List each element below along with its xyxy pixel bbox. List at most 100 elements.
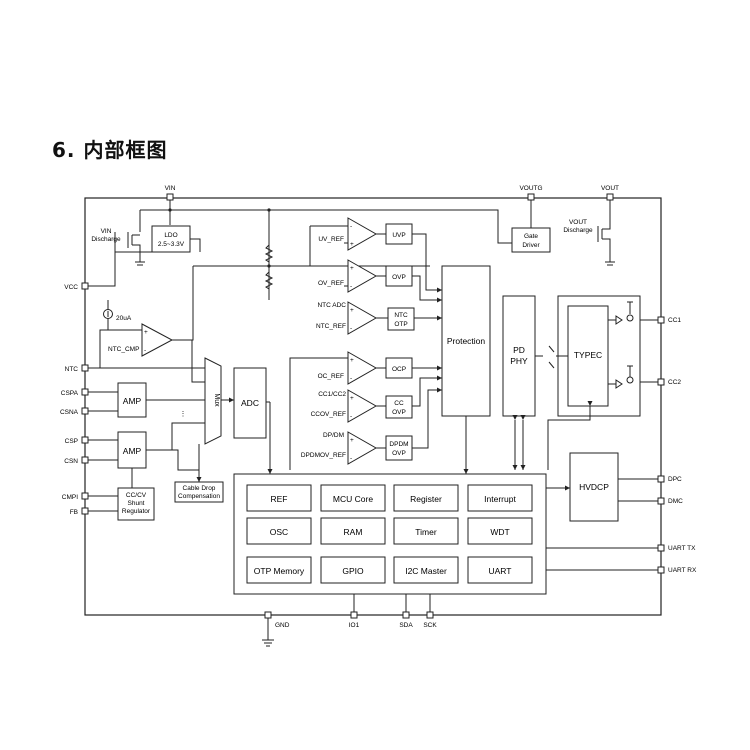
pin-dmc-label: DMC xyxy=(668,498,683,505)
oc-ref-label: OC_REF xyxy=(318,373,344,380)
adc-block xyxy=(233,367,267,439)
hvdcp-label: HVDCP xyxy=(579,482,609,492)
core-cell-wdt xyxy=(467,517,533,545)
pin-csn xyxy=(81,456,89,464)
svg-text:-: - xyxy=(350,413,352,420)
dpdm-ovp-block xyxy=(385,435,413,461)
pin-vin-label: VIN xyxy=(165,185,176,192)
svg-text:+: + xyxy=(350,265,354,272)
dpdm-ovp-label-1: DPDM xyxy=(389,441,408,448)
core-cell-label-register: Register xyxy=(410,494,442,504)
cc-ovp-label-1: CC xyxy=(394,400,404,407)
svg-text:-: - xyxy=(350,375,352,382)
pin-cmpi xyxy=(81,492,89,500)
shunt-label-2: Shunt xyxy=(128,500,145,507)
amp-b-label: AMP xyxy=(123,446,142,456)
typec-label: TYPEC xyxy=(574,350,602,360)
ntc-adc-label: NTC ADC xyxy=(317,302,346,309)
pin-csna xyxy=(81,407,89,415)
amp-block-b xyxy=(117,431,147,469)
pin-cc1 xyxy=(657,316,665,324)
shunt-regulator-block xyxy=(117,487,155,521)
pin-uart-rx xyxy=(657,566,665,574)
ntc-ref-label: NTC_REF xyxy=(316,323,346,330)
gate-driver-label: Gate xyxy=(524,233,538,240)
cable-drop-label-1: Cable Drop xyxy=(183,485,216,492)
core-cell-label-gpio: GPIO xyxy=(342,566,364,576)
pin-uart-rx-label: UART RX xyxy=(668,567,697,574)
ntc-otp-label-2: OTP xyxy=(394,321,407,328)
vout-discharge-label-2: Discharge xyxy=(563,227,593,234)
mux-block: Mux xyxy=(204,357,222,445)
core-cell-register xyxy=(393,484,459,512)
pin-voutg-label: VOUTG xyxy=(519,185,542,192)
pin-vout xyxy=(606,193,614,201)
pin-gnd xyxy=(264,611,272,619)
pin-vcc-label: VCC xyxy=(64,284,78,291)
ntc-otp-block xyxy=(387,307,415,331)
gate-driver-label-2: Driver xyxy=(522,242,540,249)
gate-driver-block xyxy=(511,227,551,253)
uvp-label: UVP xyxy=(392,232,405,239)
core-cell-label-wdt: WDT xyxy=(490,527,509,537)
ov-ref-label: OV_REF xyxy=(318,280,344,287)
svg-text:+: + xyxy=(350,395,354,402)
core-cell-ram xyxy=(320,517,386,545)
pin-fb-label: FB xyxy=(70,509,78,516)
mux-label: Mux xyxy=(213,393,220,407)
dpdm-ovp-label-2: OVP xyxy=(392,450,406,457)
comparator-cc: +- CC1/CC2 CCOV_REF xyxy=(311,389,378,423)
core-cell-label-uart: UART xyxy=(489,566,512,576)
core-cell-label-ram: RAM xyxy=(344,527,363,537)
ldo-range: 2.5~3.3V xyxy=(158,241,185,248)
pin-dpc-label: DPC xyxy=(668,476,682,483)
dp-dm-label: DP/DM xyxy=(323,432,344,439)
core-cell-timer xyxy=(393,517,459,545)
chip-outline xyxy=(84,197,662,616)
svg-text:+: + xyxy=(350,357,354,364)
comparator-uvp: -+ UV_REF xyxy=(309,217,378,266)
vout-discharge-label: VOUT xyxy=(569,219,587,226)
pin-cc1-label: CC1 xyxy=(668,317,681,324)
pin-vin xyxy=(166,193,174,201)
core-cell-otp-memory xyxy=(246,556,312,584)
pin-io1 xyxy=(350,611,358,619)
ntc-comparator: +- NTC_CMP xyxy=(108,323,174,357)
ccov-ref-label: CCOV_REF xyxy=(311,411,346,418)
comparator-ntc: +- NTC ADC NTC_REF xyxy=(316,301,378,335)
ellipsis-mark: ⋮ xyxy=(180,411,187,418)
pin-cspa xyxy=(81,388,89,396)
svg-text:+: + xyxy=(350,307,354,314)
core-cell-label-ref: REF xyxy=(271,494,288,504)
current-source-label: 20uA xyxy=(116,315,132,322)
ovp-label: OVP xyxy=(392,274,406,281)
pin-csp-label: CSP xyxy=(65,438,78,445)
dpdmov-ref-label: DPDMOV_REF xyxy=(301,452,346,459)
pd-phy-label-2: PHY xyxy=(510,356,528,366)
svg-text:-: - xyxy=(350,223,352,230)
pin-io1-label: IO1 xyxy=(349,622,360,629)
typec-block xyxy=(567,305,609,407)
pd-phy-label-1: PD xyxy=(513,345,525,355)
adc-label: ADC xyxy=(241,398,259,408)
ntc-otp-label-1: NTC xyxy=(394,312,408,319)
pin-dmc xyxy=(657,497,665,505)
pin-cc2-label: CC2 xyxy=(668,379,681,386)
core-cell-ref xyxy=(246,484,312,512)
protection-block xyxy=(441,265,491,417)
pin-cspa-label: CSPA xyxy=(61,390,79,397)
shunt-label-1: CC/CV xyxy=(126,492,147,499)
comparator-ovp: +- OV_REF xyxy=(318,259,378,293)
current-source: 20uA xyxy=(103,300,132,330)
core-cell-interrupt xyxy=(467,484,533,512)
vin-discharge-switch: VIN Discharge xyxy=(91,228,145,266)
core-cell-label-timer: Timer xyxy=(415,527,437,537)
pin-voutg xyxy=(527,193,535,201)
pin-sck-label: SCK xyxy=(423,622,437,629)
pin-sda xyxy=(402,611,410,619)
pin-vcc xyxy=(81,282,89,290)
comparator-dpdm: +- DP/DM DPDMOV_REF xyxy=(301,431,378,465)
core-cell-mcu-core xyxy=(320,484,386,512)
